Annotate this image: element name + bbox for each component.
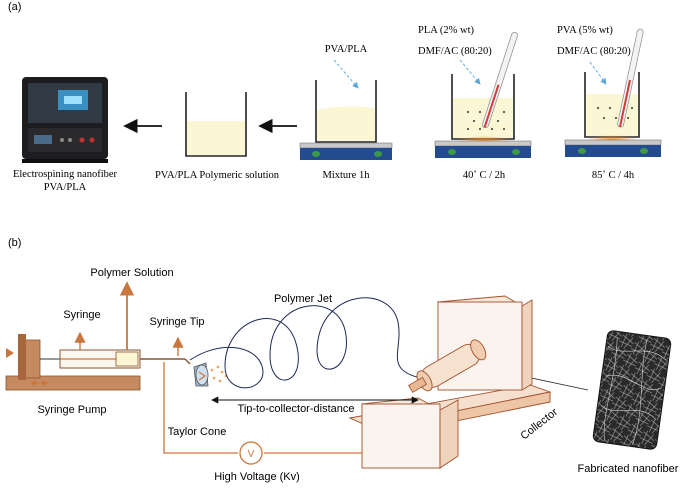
- high-voltage-circuit: [163, 362, 362, 454]
- polymer-jet-label: Polymer Jet: [274, 293, 332, 305]
- pva-label: PVA (5% wt): [557, 25, 613, 36]
- mixture-caption: Mixture 1h: [323, 170, 371, 181]
- syringe-pump-label: Syringe Pump: [37, 404, 106, 416]
- high-voltage-label: High Voltage (Kv): [214, 471, 300, 483]
- syringe: [40, 349, 191, 369]
- taylor-cone: [193, 362, 228, 387]
- polymer-jet: [189, 297, 431, 389]
- voltage-source-icon: [239, 441, 263, 465]
- syringe-pump: [5, 334, 141, 391]
- fabricated-nanofiber-image: [592, 330, 672, 450]
- electrospinning-device: [22, 77, 108, 163]
- pla-caption: 40˚ C / 2h: [463, 170, 506, 181]
- pla-pointer: [459, 59, 481, 85]
- mixture-pointer: [333, 59, 359, 89]
- pva-setup: [564, 28, 662, 157]
- pva-caption: 85˚ C / 4h: [592, 170, 635, 181]
- mixture-setup: [299, 80, 393, 160]
- solution-caption: PVA/PLA Polymeric solution: [155, 170, 280, 181]
- distance-label: Tip-to-collector-distance: [238, 403, 355, 415]
- polymer-solution-label: Polymer Solution: [90, 267, 173, 279]
- collector-assembly: [348, 295, 552, 469]
- voltage-symbol: V: [248, 449, 255, 460]
- pva-pointer: [589, 61, 607, 85]
- pla-label: PLA (2% wt): [418, 25, 475, 36]
- syringe-label: Syringe: [63, 309, 100, 321]
- panel-b-label: (b): [8, 237, 21, 249]
- push-arrow-icon: [6, 348, 14, 358]
- collector-label: Collector: [518, 406, 560, 442]
- taylor-cone-label: Taylor Cone: [168, 426, 227, 438]
- syringe-tip-label: Syringe Tip: [149, 316, 204, 328]
- device-caption: Electrospining nanofiber: [13, 169, 118, 180]
- device-caption-sub: PVA/PLA: [44, 182, 87, 193]
- fabricated-nanofiber-label: Fabricated nanofiber: [578, 463, 679, 475]
- beaker-polymeric-solution: [185, 92, 247, 157]
- slide-arrows-icon: [30, 380, 48, 386]
- pla-solvent-label: DMF/AC (80:20): [418, 46, 492, 57]
- mixture-label: PVA/PLA: [325, 44, 368, 55]
- pva-solvent-label: DMF/AC (80:20): [557, 46, 631, 57]
- pla-setup: [434, 31, 532, 158]
- panel-a-label: (a): [8, 1, 21, 13]
